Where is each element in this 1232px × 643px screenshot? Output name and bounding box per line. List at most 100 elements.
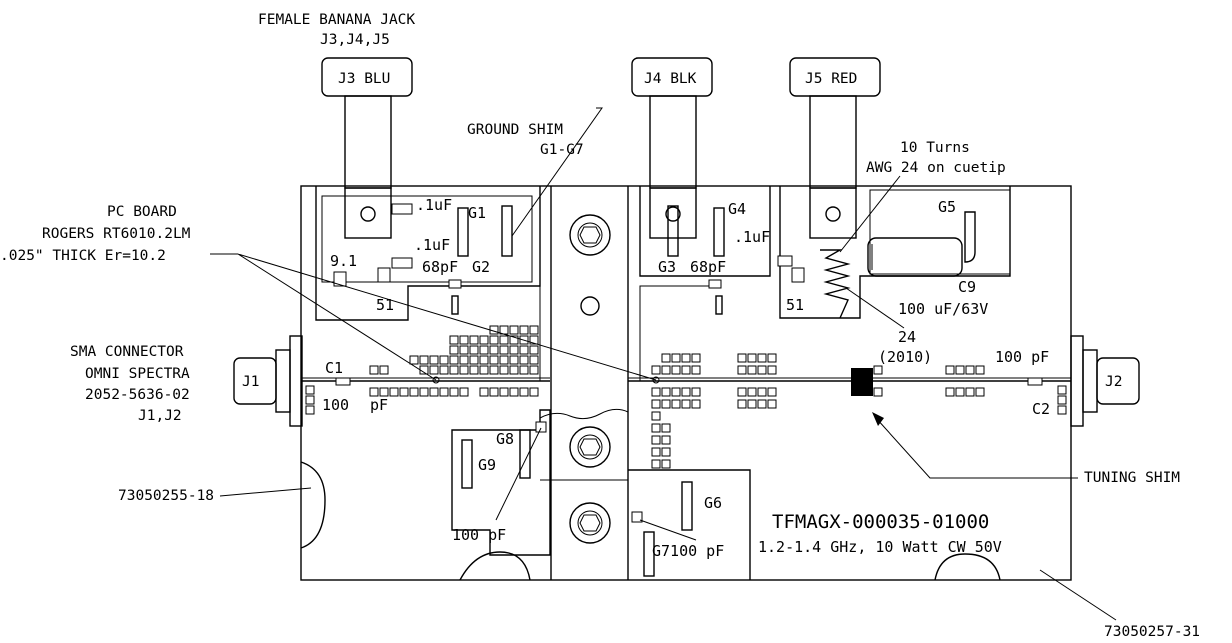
center-bottom-box-right (628, 469, 751, 580)
ground-shim-g9 (461, 439, 473, 489)
capacitor-c9 (867, 237, 963, 277)
housing-notch-bottom-mid (459, 551, 531, 581)
ground-shim-g6 (681, 481, 693, 531)
chip-c1 (335, 377, 351, 386)
r51-a-label: 51 (376, 296, 394, 314)
j4-label: J4 BLK (644, 71, 697, 87)
g8-label: G8 (496, 430, 514, 448)
g5-label: G5 (938, 198, 956, 216)
g7-cap-leader (639, 519, 697, 541)
chip-91 (333, 271, 347, 287)
pcb-label-1: PC BOARD (107, 204, 177, 220)
housing-notch-bottom-right (934, 553, 1001, 581)
part-31-leader (1039, 569, 1117, 621)
c1-value-b: pF (370, 396, 388, 414)
pad-array-right-a (651, 353, 701, 469)
ground-shim-g2 (501, 205, 513, 257)
sma-label-2: OMNI SPECTRA (85, 366, 190, 382)
g2-label: G2 (472, 258, 490, 276)
coil-label-2: AWG 24 on cuetip (866, 160, 1006, 176)
g1-label: G1 (468, 204, 486, 222)
j5-label: J5 RED (805, 71, 857, 87)
part-number-31: 73050257-31 (1104, 624, 1200, 640)
pcb-label-2: ROGERS RT6010.2LM (42, 226, 191, 242)
r91-label: 9.1 (330, 252, 357, 270)
sma-label-1: SMA CONNECTOR (70, 344, 184, 360)
chip-51-b (791, 267, 805, 283)
banana-jack-j4 (631, 57, 713, 239)
r51-b-label: 51 (786, 296, 804, 314)
chip-01uf-b (391, 257, 413, 269)
screw-top (569, 214, 611, 256)
chip-100pf-g8 (535, 421, 547, 433)
pad-array-right-c (873, 365, 1067, 415)
c1-label: C1 (325, 359, 343, 377)
pcb-label-3: .025" THICK Er=10.2 (0, 248, 166, 264)
sma-connector-j1 (233, 335, 303, 427)
ground-shim-g5 (964, 211, 976, 263)
g7-value: G7100 pF (652, 542, 724, 560)
top-mid-compartment (639, 186, 771, 277)
cap-01uf-c-label: .1uF (734, 228, 770, 246)
c9-value: 100 uF/63V (898, 300, 988, 318)
chip-c2 (1027, 377, 1043, 386)
pad-array-left-top (369, 325, 539, 375)
ground-shim-g4 (713, 207, 725, 257)
ground-shim-g7 (643, 531, 655, 577)
r24-package: (2010) (878, 348, 932, 366)
cap-68pf-a-label: 68pF (422, 258, 458, 276)
g9-label: G9 (478, 456, 496, 474)
c2-label: C2 (1032, 400, 1050, 418)
bias-trace-right (639, 285, 715, 381)
ground-shim-g8 (519, 429, 531, 479)
banana-jack-j5 (789, 57, 881, 239)
c1-value-a: 100 (322, 396, 349, 414)
chip-100pf-g7 (631, 511, 643, 523)
c9-label: C9 (958, 278, 976, 296)
tuning-shim-label: TUNING SHIM (1084, 470, 1180, 486)
sma-label-4: J1,J2 (138, 408, 182, 424)
model-spec: 1.2-1.4 GHz, 10 Watt CW 50V (758, 538, 1002, 556)
ground-shim-g1 (457, 207, 469, 257)
chip-68pf-b (708, 279, 722, 289)
banana-jack-j3 (321, 57, 413, 239)
pad-array-left-bottom (305, 385, 539, 415)
sma-connector-j2 (1070, 335, 1140, 427)
sma-label-3: 2052-5636-02 (85, 387, 190, 403)
g4-label: G4 (728, 200, 746, 218)
top-left-inner-box (321, 195, 533, 283)
g3-label: G3 (658, 258, 676, 276)
tuning-shim-arrowhead (872, 412, 884, 426)
r24-leader (845, 287, 905, 329)
coil-label-1: 10 Turns (900, 140, 970, 156)
shim-small-right (715, 295, 723, 315)
ground-shim-label: GROUND SHIM (467, 122, 563, 138)
tuning-shim-block (851, 368, 873, 396)
inductor-coil (820, 249, 851, 319)
part-number-18: 73050255-18 (118, 488, 214, 504)
g8-cap-value: 100 pF (452, 526, 506, 544)
g8-cap-leader (495, 427, 542, 521)
banana-jack-title: FEMALE BANANA JACK (258, 12, 415, 28)
c2-value: 100 pF (995, 348, 1049, 366)
cap-01uf-a-label: .1uF (416, 196, 452, 214)
model-number: TFMAGX-000035-01000 (772, 511, 989, 533)
chip-51-a (377, 267, 391, 283)
banana-jack-refs: J3,J4,J5 (320, 32, 390, 48)
cap-01uf-b-label: .1uF (414, 236, 450, 254)
chip-01uf-a (391, 203, 413, 215)
coil-leader (839, 175, 901, 253)
r24-label: 24 (898, 328, 916, 346)
pad-array-right-b (737, 353, 777, 409)
j2-label: J2 (1105, 374, 1122, 390)
top-right-inner-box (869, 189, 1011, 275)
ground-shim-leader (511, 107, 603, 237)
wavy-trace (539, 408, 629, 420)
hole-center (580, 296, 600, 316)
screw-bottom (569, 502, 611, 544)
part-18-leader (219, 487, 312, 497)
chip-68pf-a (448, 279, 462, 289)
screw-middle (569, 426, 611, 468)
tuning-shim-leader (875, 417, 1078, 479)
